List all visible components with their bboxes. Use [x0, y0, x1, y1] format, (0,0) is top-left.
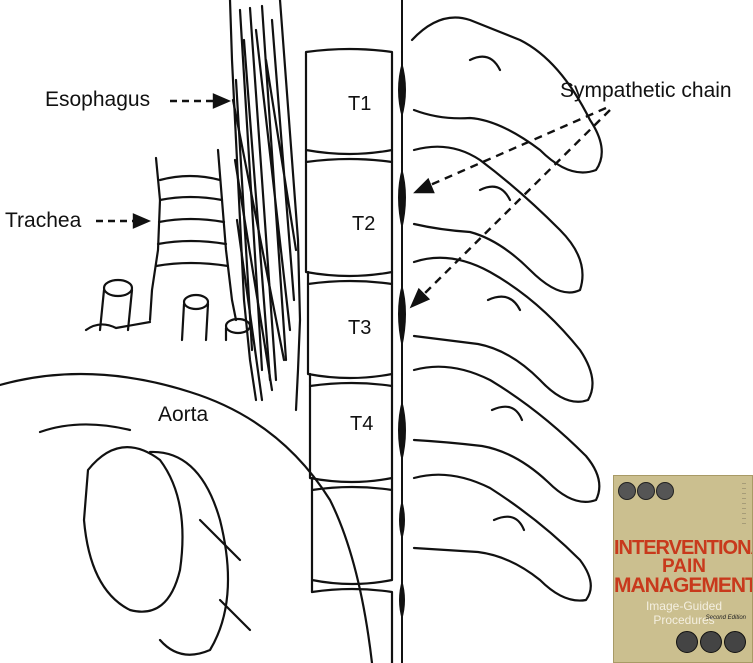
cover-scan-image	[724, 631, 746, 653]
cover-xray-image	[637, 482, 655, 500]
book-title-line1: INTERVENTIONAL	[614, 538, 753, 558]
book-title-line3: MANAGEMENT	[614, 575, 753, 597]
cover-scan-image	[676, 631, 698, 653]
cover-xray-image	[618, 482, 636, 500]
vertebra-label-t3: T3	[348, 318, 371, 338]
vertebra-label-t1: T1	[348, 94, 371, 114]
vertebral-bodies	[306, 49, 392, 663]
trachea-shape	[86, 150, 250, 340]
vertebra-label-t4: T4	[350, 414, 373, 434]
sympathetic-chain-label: Sympathetic chain	[560, 80, 732, 101]
cover-author-list: —————————	[666, 480, 746, 525]
cover-bottom-images	[674, 631, 746, 658]
sympathetic-chain-shape	[398, 0, 406, 663]
pointer-arrows	[96, 95, 610, 306]
vertebral-processes	[412, 18, 602, 601]
book-subtitle: Image-Guided Procedures	[614, 599, 753, 627]
esophagus-shape	[230, 0, 300, 410]
book-cover-thumbnail: ————————— INTERVENTIONAL PAIN MANAGEMENT…	[613, 475, 753, 663]
aorta-label: Aorta	[158, 404, 208, 425]
trachea-label: Trachea	[5, 210, 81, 231]
cover-scan-image	[700, 631, 722, 653]
book-edition: Second Edition	[706, 615, 746, 621]
esophagus-label: Esophagus	[45, 89, 150, 110]
vertebra-label-t2: T2	[352, 214, 375, 234]
